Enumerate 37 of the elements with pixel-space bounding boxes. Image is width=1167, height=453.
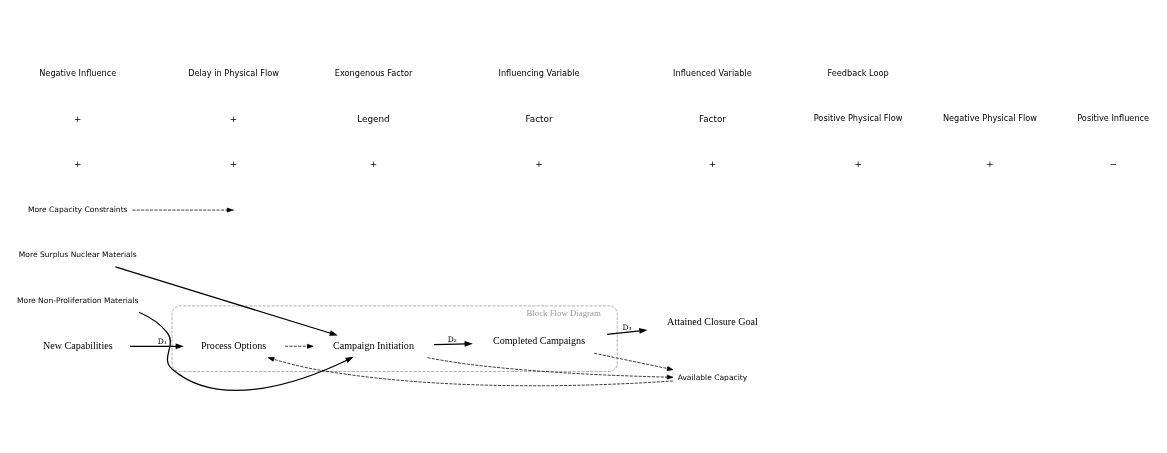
node-text: Attained Closure Goal: [667, 316, 758, 328]
label: +: [74, 113, 82, 124]
legend-label: Positive Physical Flow: [813, 113, 903, 124]
label: +: [229, 113, 238, 124]
legend-label: Feedback Loop: [827, 68, 889, 79]
legend-label: Negative Influence: [39, 68, 117, 79]
label: +: [854, 159, 862, 170]
node-text: New Capabilities: [42, 339, 113, 351]
label: Legend: [357, 113, 390, 124]
arrow: [284, 343, 314, 349]
arrow: [129, 343, 184, 350]
arrow: [427, 357, 674, 380]
label: Factor: [698, 113, 726, 124]
arrow: [433, 340, 473, 347]
legend-label: Influencing Variable: [498, 68, 580, 79]
arrow: [132, 207, 234, 213]
node-text: Process Options: [200, 339, 267, 351]
legend-label: Influenced Variable: [673, 68, 752, 79]
arrow: [267, 357, 674, 387]
node-text: Completed Campaigns: [493, 335, 586, 347]
label: +: [229, 159, 238, 170]
legend-label: Negative Physical Flow: [942, 113, 1037, 124]
label: +: [369, 159, 378, 170]
label: Factor: [525, 113, 553, 124]
label: −: [1109, 159, 1117, 170]
label: +: [708, 159, 717, 170]
label: +: [986, 159, 994, 170]
label: +: [74, 159, 82, 170]
legend-label: Positive Influence: [1077, 113, 1150, 124]
node-text: Campaign Initiation: [333, 339, 414, 351]
arrow: [606, 328, 648, 336]
legend-label: Exongenous Factor: [334, 68, 413, 79]
arrow: [138, 311, 354, 391]
arrow: [593, 352, 674, 371]
label: +: [535, 159, 543, 170]
arrow: [114, 266, 338, 336]
legend-label: Delay in Physical Flow: [188, 68, 279, 79]
